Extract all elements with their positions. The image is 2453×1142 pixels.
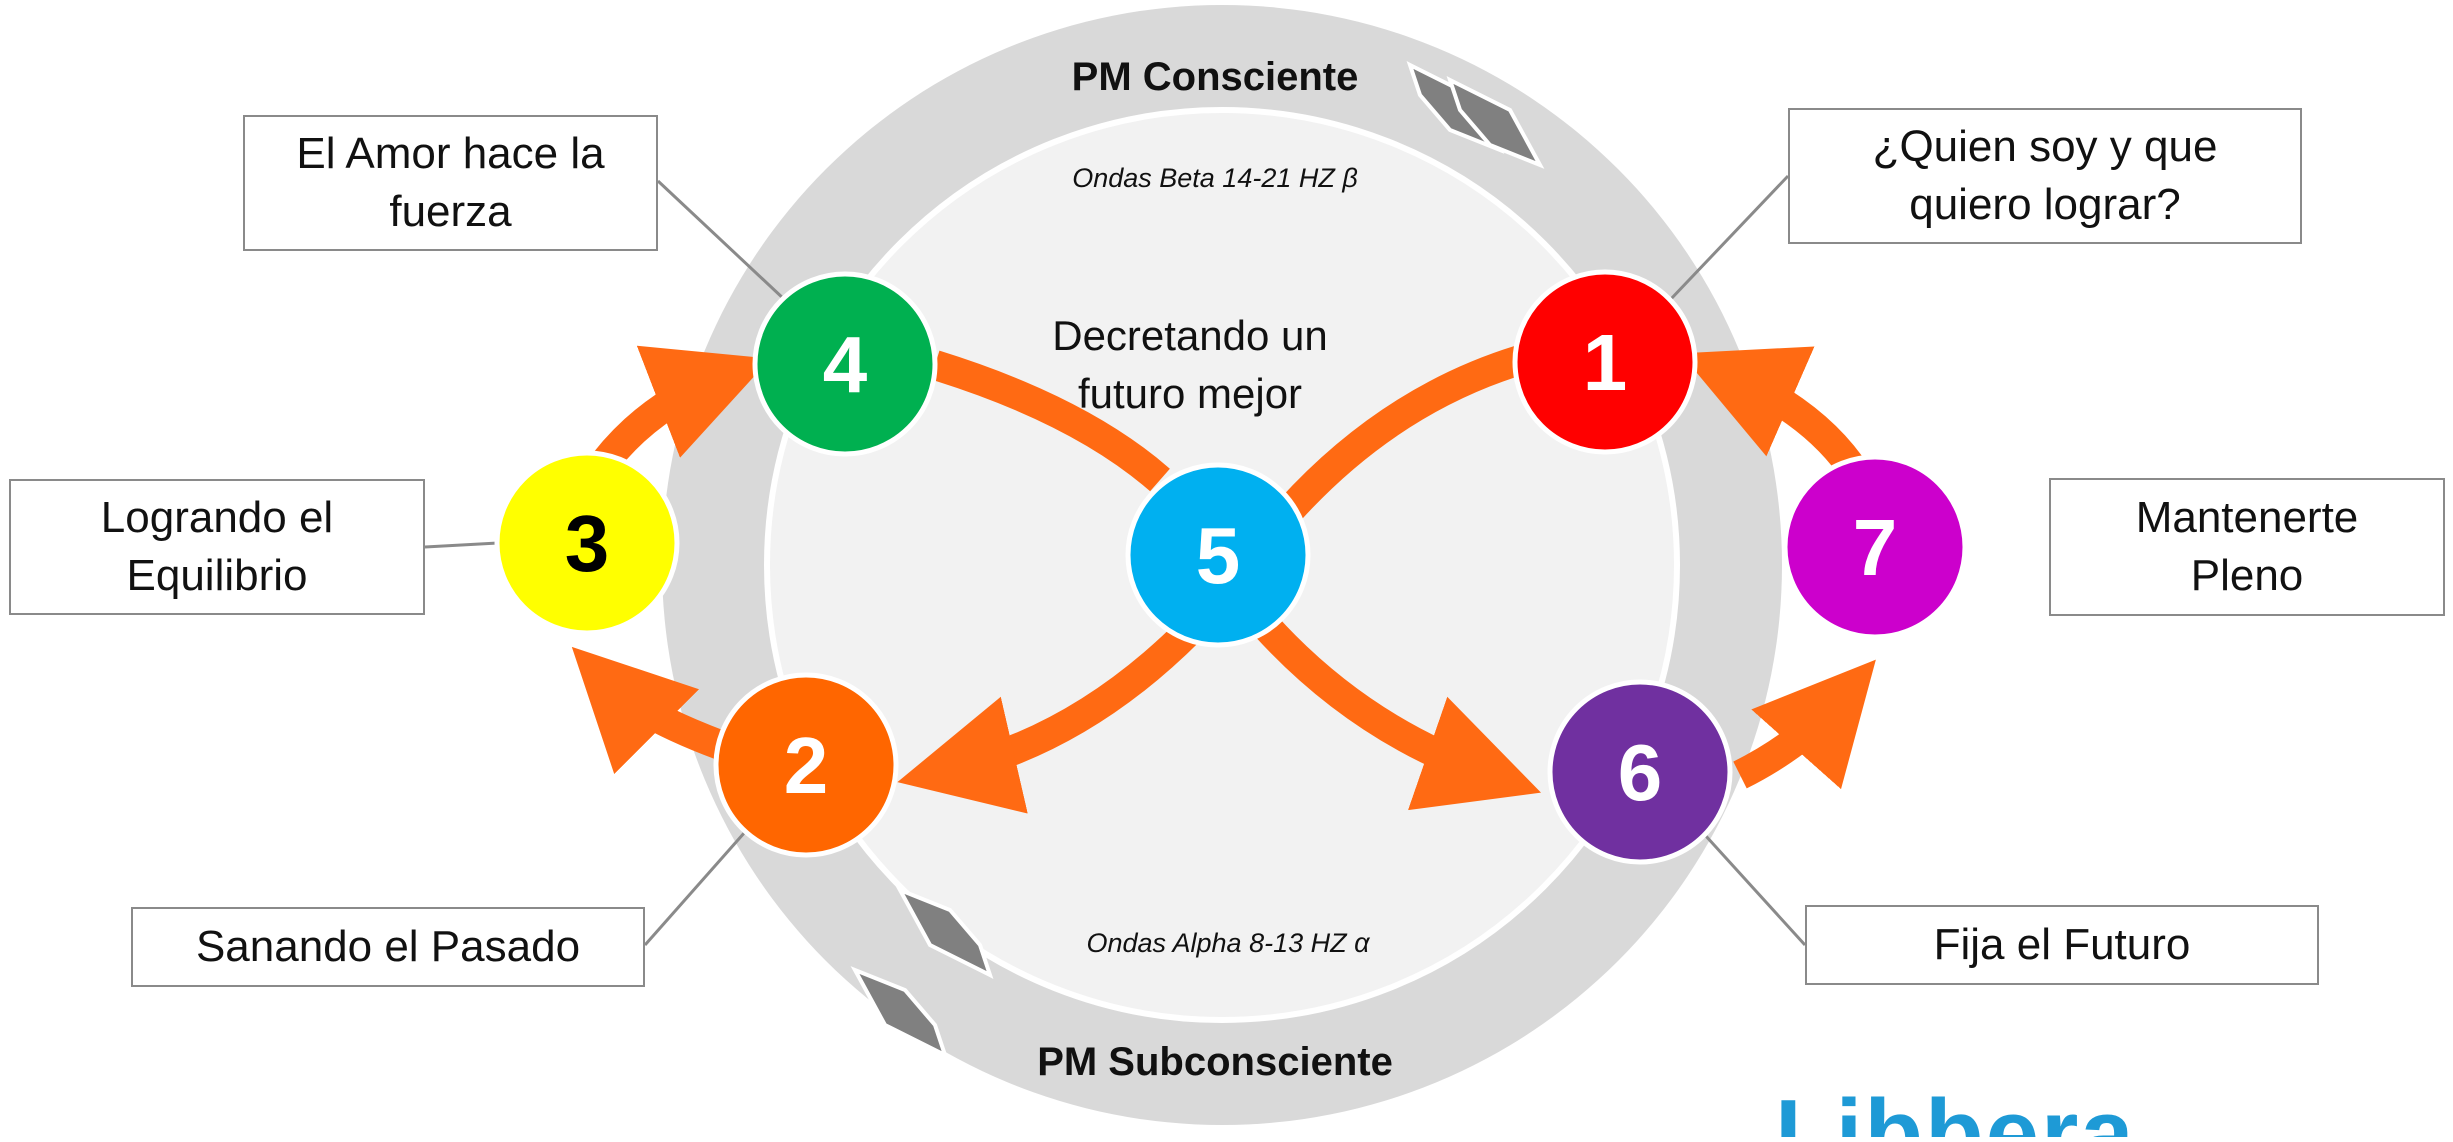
node-2-circle [713, 672, 899, 858]
label-box-2: Sanando el Pasado [131, 907, 645, 987]
beta-waves-text: Ondas Beta 14-21 HZ β [1072, 163, 1358, 193]
arrow-5-to-1 [1278, 345, 1525, 521]
arrow-5-to-6 [1253, 614, 1542, 811]
chevron-bottom-icon [850, 886, 994, 1059]
center-text-line1: Decretando un [1052, 312, 1328, 359]
node-6-circle [1547, 679, 1733, 865]
node-2: 2 [713, 672, 899, 858]
node-5: 5 [1125, 462, 1311, 648]
nodes: 1 2 3 4 5 6 7 [494, 269, 1968, 865]
node-7-number: 7 [1853, 503, 1898, 592]
node-1-circle [1512, 269, 1698, 455]
arrow-6-to-7 [1733, 659, 1876, 790]
node-5-number: 5 [1196, 511, 1241, 600]
label-box-4: El Amor hace la fuerza [243, 115, 658, 251]
ring-bottom-label: PM Subconsciente [1037, 1040, 1393, 1084]
node-5-circle [1125, 462, 1311, 648]
node-3: 3 [494, 450, 680, 636]
arrow-5-to-2 [897, 619, 1201, 814]
node-7-circle [1782, 454, 1968, 640]
node-1: 1 [1512, 269, 1698, 455]
libbera-logo-text: Libbera [1775, 1080, 2136, 1137]
chevron-top-icon [1406, 61, 1545, 169]
libbera-logo: Libbera [1775, 1075, 2235, 1137]
node-6: 6 [1547, 679, 1733, 865]
label-box-7: Mantenerte Pleno [2049, 478, 2445, 616]
label-box-6: Fija el Futuro [1805, 905, 2319, 985]
label-box-3: Logrando el Equilibrio [9, 479, 425, 615]
ring-top-label: PM Consciente [1072, 55, 1359, 99]
arrow-7-to-1 [1680, 346, 1863, 475]
node-4-number: 4 [823, 320, 868, 409]
arrow-2-to-3 [571, 646, 726, 775]
node-7: 7 [1782, 454, 1968, 640]
node-4: 4 [752, 271, 938, 457]
node-3-circle [494, 450, 680, 636]
arrows [571, 345, 1876, 814]
arrow-4-to-5 [930, 350, 1170, 492]
node-4-circle [752, 271, 938, 457]
alpha-waves-text: Ondas Alpha 8-13 HZ α [1086, 928, 1371, 958]
label-box-1: ¿Quien soy y que quiero lograr? [1788, 108, 2302, 244]
node-1-number: 1 [1583, 318, 1628, 407]
center-text-line2: futuro mejor [1078, 370, 1302, 417]
node-2-number: 2 [784, 721, 829, 810]
node-6-number: 6 [1618, 728, 1663, 817]
node-3-number: 3 [565, 499, 610, 588]
arrow-3-to-4 [593, 345, 771, 472]
